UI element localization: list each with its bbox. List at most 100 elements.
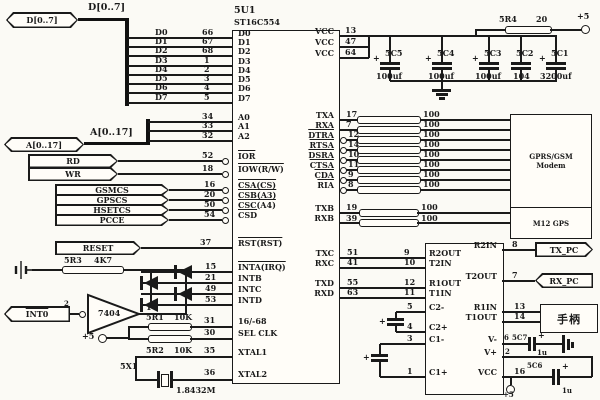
wire [346, 139, 357, 141]
capacitor-ref: 5C7 [512, 333, 528, 342]
rd-flag: RD [28, 154, 118, 168]
capacitor-plate [557, 369, 560, 385]
capacitor-plate [387, 318, 404, 321]
resistor-value: 100 [421, 202, 438, 212]
wire [128, 83, 232, 85]
wire [118, 173, 222, 175]
plus5-label: +5 [503, 390, 514, 399]
pin-number: 53 [205, 294, 217, 304]
polarity-plus: + [562, 361, 569, 371]
ic-pin-label: CSD [238, 210, 258, 220]
pin-number: 50 [204, 199, 216, 209]
pin-number: 55 [347, 277, 359, 287]
wire [502, 280, 535, 282]
pin-number: 11 [348, 159, 360, 169]
int0-flag-label: INT0 [25, 309, 49, 319]
net-label: D4 [155, 64, 168, 74]
wire [339, 46, 369, 48]
wire [128, 338, 148, 340]
a-bus-net-label: A[0..17] [90, 127, 133, 138]
bus-wire [78, 18, 128, 22]
ic-pin-label: D2 [238, 46, 251, 56]
capacitor-value: 100uf [428, 71, 454, 81]
wire [128, 102, 232, 104]
capacitor-plate [479, 62, 499, 65]
net-label: D6 [155, 82, 168, 92]
int0-flag: INT0 [4, 306, 70, 322]
crystal-plate [157, 371, 160, 388]
tx-pc-flag: TX_PC [535, 242, 593, 257]
resistor-r4 [505, 26, 552, 34]
wire [128, 326, 130, 339]
ic-pin-label: RIA [317, 180, 334, 190]
polarity-plus: + [425, 53, 432, 63]
ic-pin-label: TXA [315, 110, 334, 120]
pin-number: 67 [202, 36, 214, 46]
flag-bg [537, 244, 592, 256]
pin-number: 31 [204, 315, 216, 325]
wire [141, 282, 232, 284]
wire [128, 74, 232, 76]
wire [379, 344, 381, 354]
capacitor-plate [479, 67, 499, 70]
resistor-100 [357, 126, 421, 134]
pin-number: 52 [202, 150, 214, 160]
wire [421, 169, 510, 171]
gsmcs-flag-label: GSMCS [95, 185, 129, 195]
modem-label-line1: GPRS/GSM [529, 152, 573, 161]
ic-pin-label: V+ [484, 347, 497, 357]
wire [339, 129, 357, 131]
ic-pin-label: D1 [238, 37, 251, 47]
plus5-label: +5 [577, 11, 590, 21]
ic-pin-label: XTAL2 [238, 369, 268, 379]
gps-module-box: M12 GPS [510, 207, 592, 239]
rx-pc-flag-label: RX_PC [549, 275, 579, 286]
wire [128, 92, 232, 94]
wire [389, 36, 391, 62]
ic-pin-label: RST(RST) [238, 238, 283, 248]
resistor-100 [357, 136, 421, 144]
diode-bar [140, 276, 143, 290]
ic-pin-label: T2IN [429, 258, 452, 268]
resistor-value: 100 [423, 129, 440, 139]
ic-pin-label: A2 [238, 131, 250, 141]
wire [421, 139, 510, 141]
pin-number: 17 [346, 109, 358, 119]
flag-bg [57, 206, 168, 215]
flag-bg [57, 186, 168, 195]
wire [169, 219, 222, 221]
ic-pin-label: A0 [238, 112, 250, 122]
ground-symbol [432, 89, 451, 92]
ic-pin-label: CTSA [309, 160, 334, 170]
crystal-value: 1.8432M [176, 385, 216, 395]
pin-number: 51 [347, 247, 359, 257]
d-bus-flag-label: D[0..7] [26, 15, 58, 25]
capacitor-plate [533, 337, 536, 351]
wire [346, 189, 357, 191]
pin-number: 1 [407, 366, 413, 376]
ground-symbol [562, 335, 565, 353]
wire [339, 212, 359, 214]
capacitor-plate [380, 62, 400, 65]
inverter-gate-icon [87, 293, 142, 335]
ground-symbol [567, 339, 570, 350]
wire [488, 70, 490, 81]
wire [380, 376, 425, 378]
diode-icon [178, 265, 192, 279]
wire [141, 247, 232, 249]
resistor-100 [359, 219, 419, 227]
wire [555, 36, 557, 62]
ic-pin-label: D3 [238, 56, 251, 66]
pin-number: 37 [200, 237, 212, 247]
ic-pin-label: DTRA [308, 130, 334, 140]
wire [339, 35, 369, 37]
wire [396, 311, 425, 313]
wire [520, 36, 522, 62]
pin-number: 3 [407, 333, 413, 343]
modem-label-line2: Modem [536, 161, 566, 170]
diode-bar [140, 298, 143, 312]
ic-pin-label: VCC [315, 26, 334, 36]
wire [502, 311, 540, 313]
polarity-plus: + [538, 330, 545, 340]
pin-number: 47 [345, 36, 357, 46]
